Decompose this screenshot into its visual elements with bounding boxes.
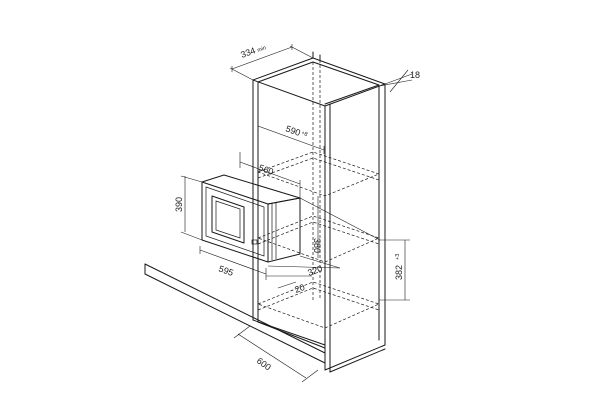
floor-plinth bbox=[144, 263, 326, 364]
dim-cabinet-depth: 334 min bbox=[229, 44, 314, 81]
dim-niche-width: 590 +8 bbox=[257, 122, 325, 154]
dim-floor-depth-value: 600 bbox=[255, 356, 273, 373]
dim-appliance-depth: 320 bbox=[267, 255, 341, 278]
microwave-appliance bbox=[201, 174, 301, 263]
dim-appliance-width: 560 bbox=[239, 152, 301, 198]
dim-niche-height-inner: 380 bbox=[312, 196, 322, 258]
dim-floor-depth: 600 bbox=[233, 325, 319, 383]
dim-niche-height-suffix: +3 bbox=[395, 254, 401, 260]
shelves bbox=[256, 151, 381, 329]
dim-niche-height: 382 +3 bbox=[299, 197, 410, 301]
dim-niche-height-value: 382 bbox=[394, 265, 404, 280]
cabinet-hidden-edges bbox=[312, 60, 321, 300]
cabinet bbox=[252, 51, 386, 373]
dim-niche-width-value: 590 bbox=[284, 123, 302, 138]
dim-niche-height-inner-value: 380 bbox=[312, 238, 322, 253]
dim-niche-width-suffix: +8 bbox=[300, 130, 308, 138]
dim-front-width: 595 bbox=[199, 246, 267, 280]
dim-cabinet-depth-value: 334 bbox=[239, 45, 257, 60]
dim-appliance-width-value: 560 bbox=[257, 162, 275, 177]
dim-cabinet-depth-suffix: min bbox=[257, 45, 267, 54]
dim-front-height: 390 bbox=[174, 175, 203, 241]
dim-appliance-depth-value: 320 bbox=[306, 263, 324, 278]
dim-front-offset-value: 20 bbox=[293, 282, 306, 295]
dim-panel-thickness-value: 18 bbox=[410, 70, 420, 80]
dim-front-width-value: 595 bbox=[217, 263, 235, 278]
dim-front-offset: 20 bbox=[266, 275, 312, 295]
dim-panel-thickness: 18 bbox=[378, 69, 420, 93]
dim-front-height-value: 390 bbox=[174, 197, 184, 212]
